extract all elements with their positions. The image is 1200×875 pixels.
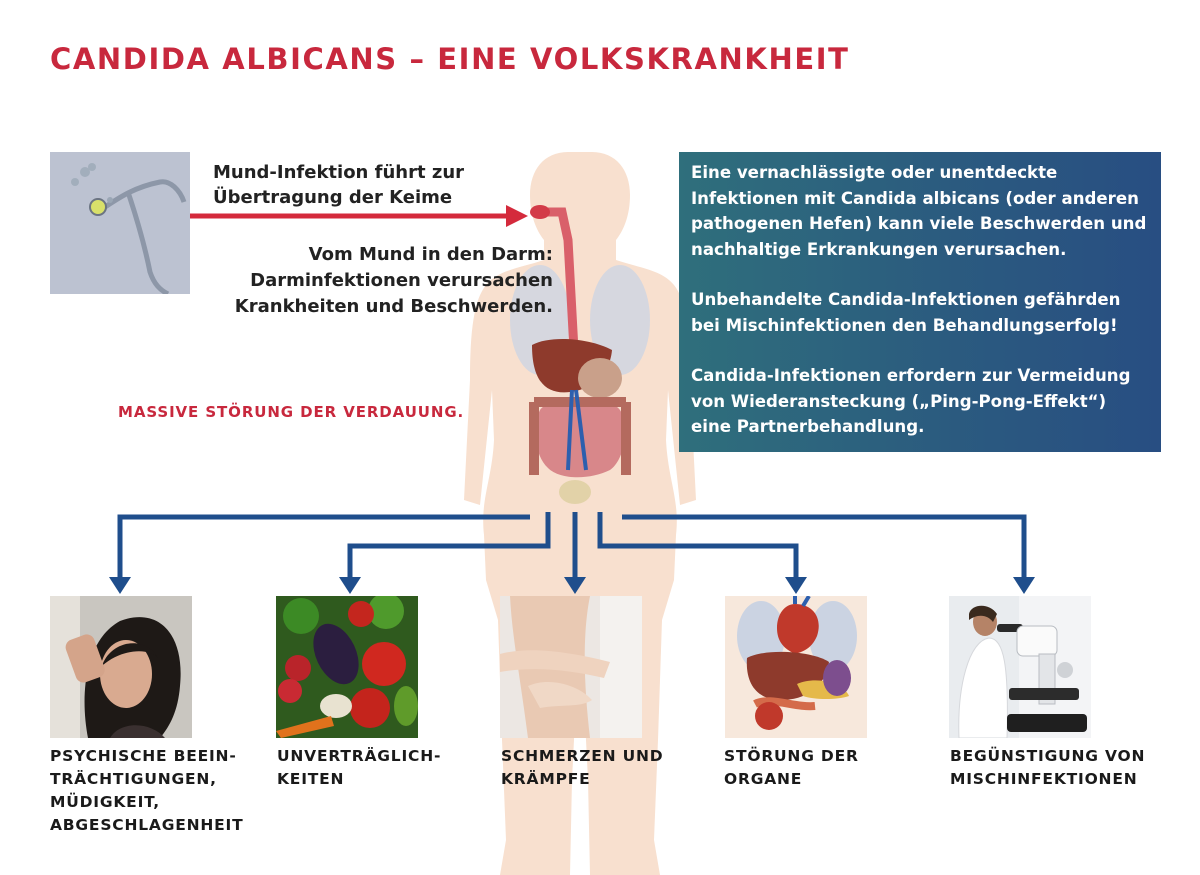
- intestine-infection-text: Vom Mund in den Darm: Darminfektionen ve…: [234, 244, 553, 317]
- mouth-cavity: [530, 205, 550, 219]
- candida-microscope-photo: [50, 152, 190, 294]
- caption-organs: STÖRUNG DER ORGANE: [724, 747, 859, 788]
- organs-illustration: [725, 596, 867, 738]
- blue-arrow-heads: [109, 577, 1035, 594]
- mouth-arrow-head: [506, 205, 528, 227]
- blue-flow-arrows: [117, 512, 1027, 580]
- flow-line-mixed: [622, 514, 1027, 580]
- caption-pain: SCHMERZEN UND KRÄMPFE: [501, 747, 664, 788]
- stomach: [578, 358, 622, 398]
- arrow-head: [1013, 577, 1035, 594]
- page-title: CANDIDA ALBICANS – EINE VOLKSKRANKHEIT: [50, 42, 850, 76]
- bladder: [559, 480, 591, 504]
- large-intestine: [529, 397, 631, 475]
- info-paragraph: Candida-Infektionen erfordern zur Vermei…: [691, 366, 1131, 436]
- info-paragraph: Unbehandelte Candida-Infektionen gefährd…: [691, 290, 1121, 335]
- mouth-infection-text: Mund-Infektion führt zur Übertragung der…: [213, 162, 465, 208]
- flow-line-psyche: [117, 514, 530, 580]
- blood-vessels: [566, 389, 588, 471]
- caption-mixed-infections: BEGÜNSTIGUNG VON MISCHINFEKTIONEN: [950, 747, 1146, 788]
- flow-line-organs: [597, 512, 799, 580]
- microscope-photo: [949, 596, 1091, 738]
- digestion-disorder-label: MASSIVE STÖRUNG DER VERDAUUNG.: [118, 403, 465, 421]
- arrow-head: [339, 577, 361, 594]
- arrow-head: [785, 577, 807, 594]
- arrow-head: [564, 577, 586, 594]
- caption-intolerance: UNVERTRÄGLICH- KEITEN: [277, 747, 442, 788]
- info-box: Eine vernachlässigte oder unentdeckte In…: [679, 152, 1161, 452]
- esophagus: [539, 207, 579, 355]
- vegetables-photo: [276, 596, 418, 738]
- info-paragraph: Eine vernachlässigte oder unentdeckte In…: [691, 163, 1147, 259]
- exhausted-woman-photo: [50, 596, 192, 738]
- flow-line-intolerance: [347, 512, 551, 580]
- abdominal-pain-photo: [500, 596, 642, 738]
- arrow-head: [109, 577, 131, 594]
- caption-psyche: PSYCHISCHE BEEIN- TRÄCHTIGUNGEN, MÜDIGKE…: [50, 747, 244, 834]
